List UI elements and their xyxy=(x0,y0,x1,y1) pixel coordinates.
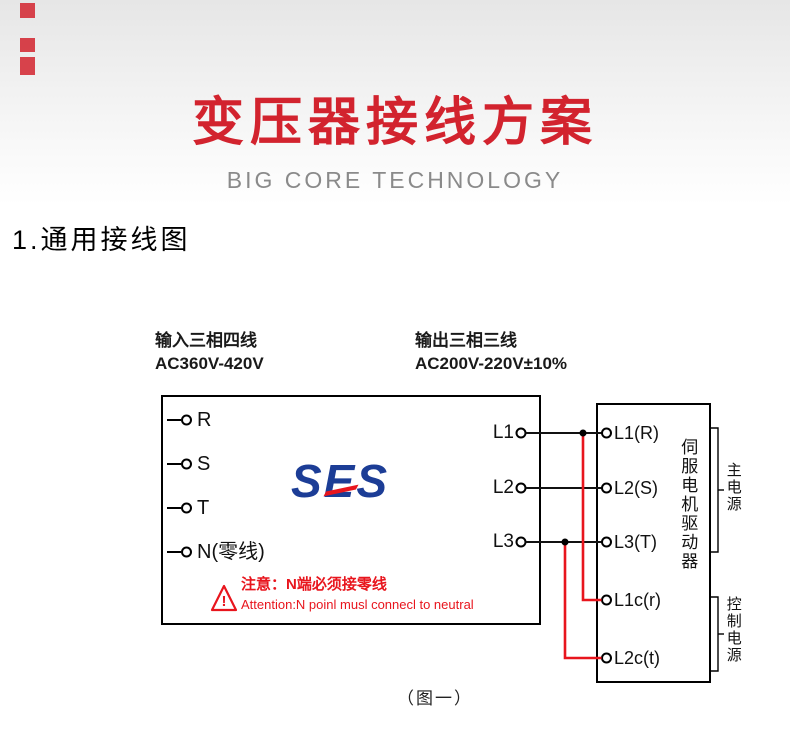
main-power-label: 主电源 xyxy=(724,462,742,513)
control-power-label: 控制电源 xyxy=(724,596,742,664)
servo-terminal-l2s: L2(S) xyxy=(614,478,659,498)
output-spec-line1: 输出三相三线 xyxy=(415,331,517,350)
terminal-label-l3: L3 xyxy=(492,531,514,552)
warning-triangle-icon: ! xyxy=(210,584,238,612)
terminal-label-n: N(零线) xyxy=(197,541,265,563)
output-spec-line2: AC200V-220V±10% xyxy=(415,354,568,373)
corner-mark xyxy=(20,3,35,18)
warning-text-en: Attention:N poinl musl connecl to neutra… xyxy=(241,597,474,612)
page-title: 变压器接线方案 xyxy=(191,94,598,152)
input-spec-line2: AC360V-420V xyxy=(155,354,264,373)
servo-terminal-l1r: L1(R) xyxy=(614,423,660,443)
servo-driver-label: 伺服电机驱动器 xyxy=(678,438,698,571)
terminal-label-s: S xyxy=(197,453,211,475)
header-banner: 变压器接线方案 BIG CORE TECHNOLOGY xyxy=(0,0,790,205)
servo-terminal-icons xyxy=(601,427,612,664)
input-spec-line1: 输入三相四线 xyxy=(155,331,257,350)
terminal-label-t: T xyxy=(197,497,210,519)
ses-logo: SES xyxy=(291,458,389,504)
section-heading: 1.通用接线图 xyxy=(12,225,191,255)
terminal-label-r: R xyxy=(197,409,212,431)
ses-logo-text: SES xyxy=(291,455,390,507)
control-power-wires xyxy=(561,429,602,660)
corner-mark xyxy=(20,38,35,52)
servo-terminal-l1cr: L1c(r) xyxy=(614,590,662,610)
terminal-label-l1: L1 xyxy=(492,422,514,443)
warning-text-cn: 注意：N端必须接零线 xyxy=(241,576,387,593)
figure-caption: （图一） xyxy=(397,689,473,708)
input-terminal-icons xyxy=(167,414,192,558)
servo-terminal-l2ct: L2c(t) xyxy=(614,648,661,668)
page-subtitle: BIG CORE TECHNOLOGY xyxy=(226,167,564,193)
corner-mark xyxy=(20,57,35,75)
terminal-label-l2: L2 xyxy=(492,477,514,498)
output-wires xyxy=(515,427,602,548)
servo-terminal-l3t: L3(T) xyxy=(614,532,658,552)
warning-exclamation: ! xyxy=(222,593,227,610)
